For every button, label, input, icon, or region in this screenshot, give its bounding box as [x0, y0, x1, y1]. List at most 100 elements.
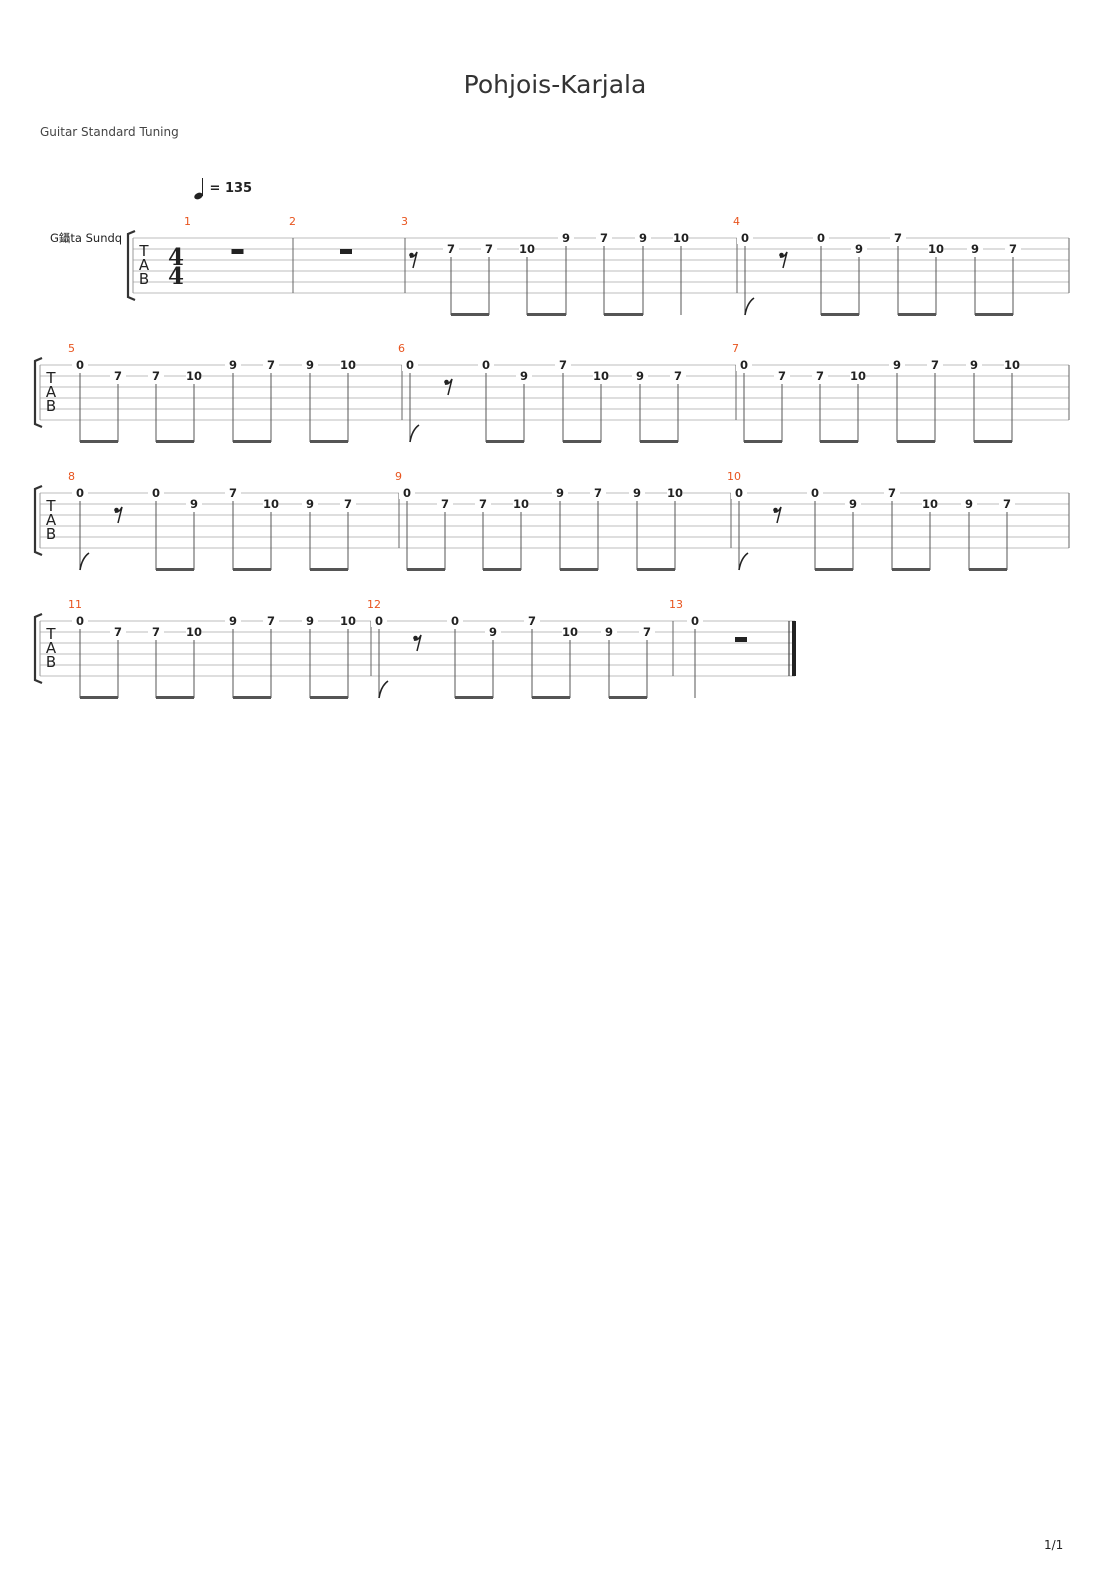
fret-background [851, 243, 867, 255]
page-number: 1/1 [1044, 1538, 1064, 1552]
fret-background [596, 232, 612, 244]
fret-number: 10 [667, 486, 683, 500]
fret-number: 0 [817, 231, 825, 245]
eighth-rest [409, 251, 418, 269]
beam [560, 568, 598, 571]
fret-number: 7 [778, 369, 786, 383]
fret-background [731, 487, 747, 499]
fret-number: 9 [306, 358, 314, 372]
fret-background [516, 370, 532, 382]
beam [637, 568, 675, 571]
measure-number: 12 [367, 598, 381, 611]
fret-number: 9 [556, 486, 564, 500]
fret-background [478, 359, 494, 371]
fret-number: 0 [406, 358, 414, 372]
beam [821, 313, 859, 316]
fret-number: 7 [643, 625, 651, 639]
quarter-note-icon [193, 178, 205, 201]
beam [815, 568, 853, 571]
eighth-rest [779, 251, 788, 269]
fret-background [447, 615, 463, 627]
fret-number: 7 [1009, 242, 1017, 256]
fret-number: 0 [740, 358, 748, 372]
fret-number: 10 [186, 369, 202, 383]
tuning-label: Guitar Standard Tuning [40, 125, 179, 139]
eighth-flag [378, 680, 389, 699]
fret-background [402, 359, 418, 371]
eighth-flag [409, 424, 420, 443]
fret-number: 7 [152, 369, 160, 383]
fret-number: 9 [849, 497, 857, 511]
eighth-rest [773, 506, 782, 524]
fret-number: 7 [114, 369, 122, 383]
fret-number: 10 [1004, 358, 1020, 372]
fret-background [632, 370, 648, 382]
fret-number: 0 [403, 486, 411, 500]
fret-background [302, 615, 318, 627]
beam [975, 313, 1013, 316]
system-bracket [33, 612, 43, 685]
tempo-marking: = 135 [193, 178, 253, 201]
fret-number: 0 [76, 358, 84, 372]
beam [604, 313, 643, 316]
tempo-value: = 135 [209, 181, 253, 196]
fret-number: 9 [855, 242, 863, 256]
beam [483, 568, 521, 571]
eighth-flag [79, 552, 90, 571]
fret-number: 9 [190, 497, 198, 511]
fret-background [371, 615, 387, 627]
fret-background [340, 359, 356, 371]
beam [310, 568, 348, 571]
fret-background [110, 626, 126, 638]
fret-number: 7 [528, 614, 536, 628]
fret-number: 7 [888, 486, 896, 500]
fret-background [225, 359, 241, 371]
beam [486, 440, 524, 443]
beam [310, 440, 348, 443]
fret-background [72, 487, 88, 499]
fret-background [884, 487, 900, 499]
tab-clef-letter: A [46, 511, 57, 529]
fret-number: 10 [519, 242, 535, 256]
measure-number: 11 [68, 598, 82, 611]
fret-background [340, 498, 356, 510]
eighth-flag [738, 552, 749, 571]
beam [820, 440, 858, 443]
measure-number: 4 [733, 215, 740, 228]
fret-number: 9 [965, 497, 973, 511]
fret-background [399, 487, 415, 499]
fret-background [813, 232, 829, 244]
fret-background [737, 232, 753, 244]
beam [80, 440, 118, 443]
fret-number: 7 [479, 497, 487, 511]
score-title: Pohjois-Karjala [463, 70, 647, 99]
beam [233, 568, 271, 571]
fret-background [673, 232, 689, 244]
fret-number: 9 [971, 242, 979, 256]
beam [640, 440, 678, 443]
fret-background [774, 370, 790, 382]
fret-number: 9 [229, 358, 237, 372]
fret-number: 7 [229, 486, 237, 500]
system-bracket [33, 356, 43, 429]
beam [156, 696, 194, 699]
fret-number: 7 [485, 242, 493, 256]
measure-number: 1 [184, 215, 191, 228]
fret-background [513, 498, 529, 510]
fret-number: 7 [152, 625, 160, 639]
fret-background [850, 370, 866, 382]
fret-background [601, 626, 617, 638]
fret-number: 9 [893, 358, 901, 372]
time-signature-top: 4 [168, 244, 184, 271]
eighth-rest [444, 378, 453, 396]
fret-number: 0 [152, 486, 160, 500]
fret-background [667, 487, 683, 499]
fret-background [889, 359, 905, 371]
fret-number: 9 [639, 231, 647, 245]
beam [455, 696, 493, 699]
fret-background [807, 487, 823, 499]
fret-number: 10 [186, 625, 202, 639]
tab-clef-letter: B [46, 653, 56, 671]
rest-stem [413, 634, 422, 652]
beam [744, 440, 782, 443]
